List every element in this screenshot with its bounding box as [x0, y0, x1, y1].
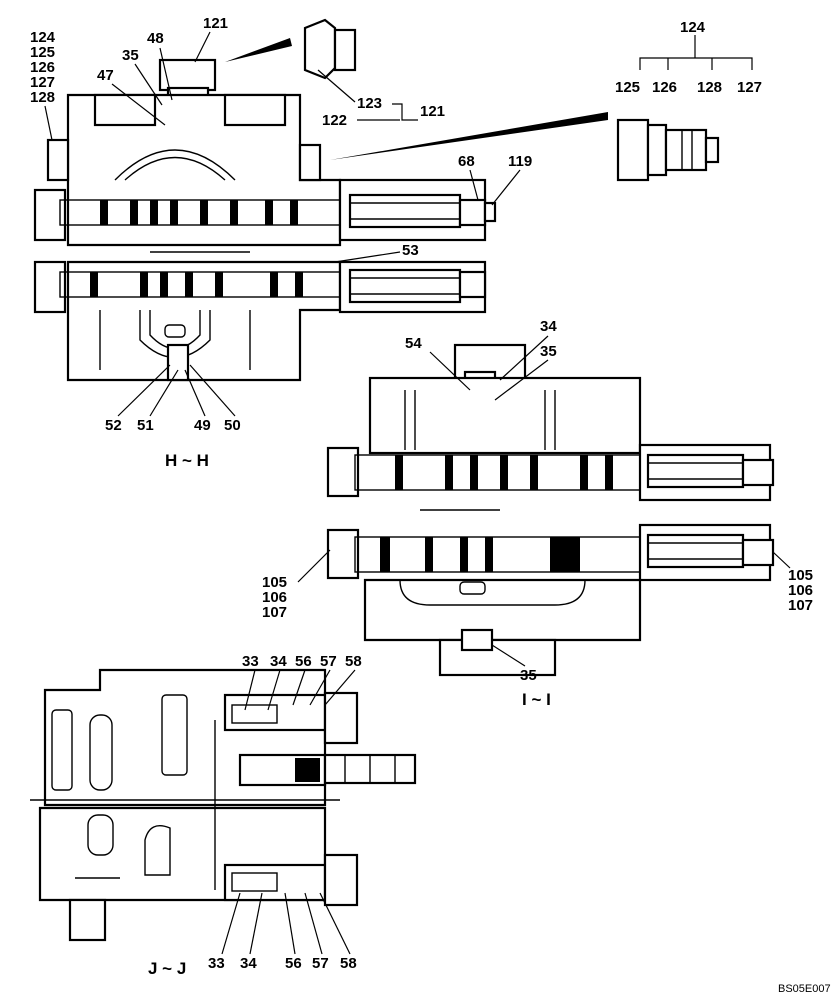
- label-33: 33: [208, 955, 225, 972]
- label-128: 128: [697, 79, 722, 96]
- section-label-jj: J ~ J: [148, 959, 186, 978]
- label-49: 49: [194, 417, 211, 434]
- label-48: 48: [147, 30, 164, 47]
- label-47: 47: [97, 67, 114, 84]
- section-label-hh: H ~ H: [165, 451, 209, 470]
- leader-lines: [44, 31, 791, 955]
- section-ii-drawing: [326, 343, 775, 677]
- label-106: 106: [262, 589, 287, 606]
- label-33: 33: [242, 653, 259, 670]
- label-35: 35: [520, 667, 537, 684]
- label-125: 125: [615, 79, 640, 96]
- label-127: 127: [30, 74, 55, 91]
- label-126: 126: [652, 79, 677, 96]
- label-51: 51: [137, 417, 154, 434]
- label-121: 121: [203, 15, 228, 32]
- label-127: 127: [737, 79, 762, 96]
- label-56: 56: [295, 653, 312, 670]
- label-106: 106: [788, 582, 813, 599]
- label-107: 107: [262, 604, 287, 621]
- label-53: 53: [402, 242, 419, 259]
- label-107: 107: [788, 597, 813, 614]
- label-35: 35: [540, 343, 557, 360]
- label-57: 57: [312, 955, 329, 972]
- part-labels: 121 48 35 47 124 125 126 127 128 123 122…: [30, 15, 813, 972]
- label-119: 119: [508, 153, 532, 170]
- section-jj-drawing: [30, 668, 417, 942]
- section-label-ii: I ~ I: [522, 690, 551, 709]
- label-52: 52: [105, 417, 122, 434]
- figure-code: BS05E007: [778, 983, 831, 995]
- label-34: 34: [540, 318, 557, 335]
- fitting-124-detail: [330, 35, 753, 182]
- label-126: 126: [30, 59, 55, 76]
- label-121: 121: [420, 103, 445, 120]
- label-125: 125: [30, 44, 55, 61]
- label-58: 58: [340, 955, 357, 972]
- label-54: 54: [405, 335, 422, 352]
- section-hh-drawing: [33, 58, 497, 382]
- label-105: 105: [788, 567, 813, 584]
- label-34: 34: [270, 653, 287, 670]
- label-105: 105: [262, 574, 287, 591]
- label-57: 57: [320, 653, 337, 670]
- plug-121-detail: [225, 18, 357, 80]
- label-35: 35: [122, 47, 139, 64]
- label-128: 128: [30, 89, 55, 106]
- label-58: 58: [345, 653, 362, 670]
- label-56: 56: [285, 955, 302, 972]
- label-34: 34: [240, 955, 257, 972]
- label-123: 123: [357, 95, 382, 112]
- label-124: 124: [680, 19, 706, 36]
- label-124: 124: [30, 29, 56, 46]
- label-122: 122: [322, 112, 347, 129]
- label-50: 50: [224, 417, 241, 434]
- label-68: 68: [458, 153, 475, 170]
